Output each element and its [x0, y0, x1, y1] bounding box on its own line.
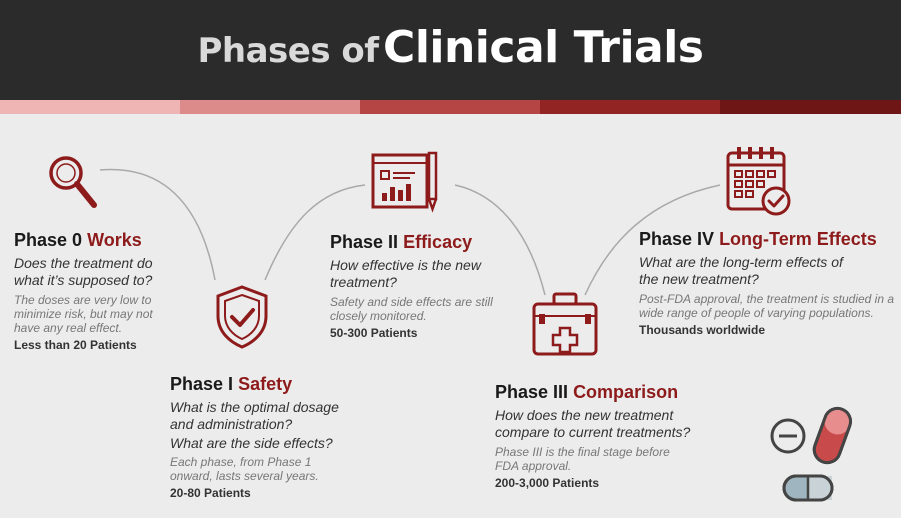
phase-1-note: Each phase, from Phase 1 onward, lasts s… — [170, 455, 319, 483]
phase-3-note: Phase III is the final stage before FDA … — [495, 445, 670, 473]
phase-4-name: Phase IV — [639, 229, 715, 249]
color-stripe-1 — [0, 100, 180, 114]
phase-0-title: Phase 0 Works — [14, 230, 169, 251]
phase-0-name: Phase 0 — [14, 230, 83, 250]
header-banner — [0, 0, 901, 100]
phase-2-name: Phase II — [330, 232, 399, 252]
phase-4-title: Phase IV Long-Term Effects — [639, 229, 897, 250]
phase-2-count: 50-300 Patients — [330, 326, 418, 340]
curve-1-2 — [264, 184, 366, 281]
phase-2-question: How effective is the new treatment? — [330, 257, 481, 290]
phase-2-title: Phase II Efficacy — [330, 232, 502, 253]
phase-0-accent: Works — [87, 230, 142, 250]
phase-3-block: Phase III Comparison How does the new tr… — [495, 382, 710, 490]
phase-4-accent: Long-Term Effects — [719, 229, 877, 249]
phase-2-accent: Efficacy — [403, 232, 473, 252]
phase-3-question: How does the new treatment compare to cu… — [495, 407, 691, 440]
phase-0-count: Less than 20 Patients — [14, 338, 137, 352]
color-stripe-3 — [360, 100, 540, 114]
magnifier-icon — [49, 156, 97, 208]
title-prefix: Phases of — [197, 31, 379, 71]
phase-1-question: What is the optimal dosage and administr… — [170, 399, 339, 432]
color-stripe-2 — [180, 100, 360, 114]
medical-kit-icon — [532, 292, 598, 356]
phase-1-count: 20-80 Patients — [170, 486, 251, 500]
phase-1-accent: Safety — [238, 374, 293, 394]
phase-4-question: What are the long-term effects of the ne… — [639, 254, 843, 287]
phase-1-question-2: What are the side effects? — [170, 435, 333, 451]
phase-3-title: Phase III Comparison — [495, 382, 710, 403]
curve-3-4 — [584, 184, 721, 296]
phase-0-note: The doses are very low to minimize risk,… — [14, 293, 153, 335]
curve-0-1 — [99, 168, 216, 281]
phase-4-block: Phase IV Long-Term Effects What are the … — [639, 229, 897, 337]
phase-3-name: Phase III — [495, 382, 569, 402]
phase-4-note: Post-FDA approval, the treatment is stud… — [639, 292, 895, 320]
phase-2-block: Phase II Efficacy How effective is the n… — [330, 232, 502, 340]
title-main: Clinical Trials — [383, 22, 704, 73]
phase-4-count: Thousands worldwide — [639, 323, 766, 337]
phase-2-note: Safety and side effects are still closel… — [330, 295, 493, 323]
phase-3-accent: Comparison — [573, 382, 679, 402]
phase-0-block: Phase 0 Works Does the treatment do what… — [14, 230, 169, 352]
blueprint-chart-icon — [371, 151, 438, 213]
shield-check-icon — [216, 285, 268, 349]
color-stripe-5 — [720, 100, 901, 114]
pills-icon — [770, 406, 853, 502]
color-stripe-4 — [540, 100, 720, 114]
phase-3-count: 200-3,000 Patients — [495, 476, 600, 490]
phase-0-question: Does the treatment do what it’s supposed… — [14, 255, 153, 288]
curve-2-3 — [454, 184, 546, 296]
phase-1-name: Phase I — [170, 374, 234, 394]
calendar-check-icon — [726, 147, 791, 216]
phase-1-title: Phase I Safety — [170, 374, 350, 395]
page-title: Phases of Clinical Trials — [0, 22, 901, 73]
phase-1-block: Phase I Safety What is the optimal dosag… — [170, 374, 350, 500]
